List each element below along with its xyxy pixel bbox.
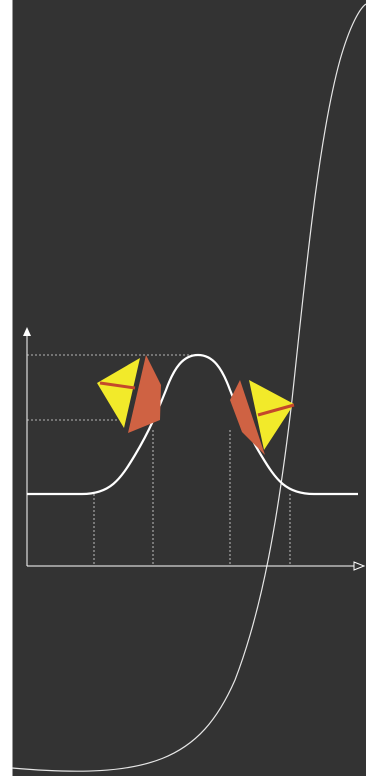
left-piece-yellow xyxy=(97,358,140,428)
sigmoid-curve xyxy=(11,3,366,772)
arrow-right-icon xyxy=(353,561,366,571)
horizontal-guide-lines xyxy=(27,354,198,421)
right-piece-stripe xyxy=(257,403,295,417)
right-piece xyxy=(230,380,295,455)
background-panel xyxy=(12,0,366,776)
left-piece xyxy=(97,355,161,433)
left-piece-orange xyxy=(128,355,161,433)
vertical-guide-lines xyxy=(93,430,291,566)
arrow-up-icon xyxy=(23,327,31,336)
peak-curve xyxy=(27,353,358,496)
right-piece-yellow xyxy=(249,380,294,450)
right-piece-orange xyxy=(230,380,265,455)
left-piece-stripe xyxy=(99,381,136,390)
